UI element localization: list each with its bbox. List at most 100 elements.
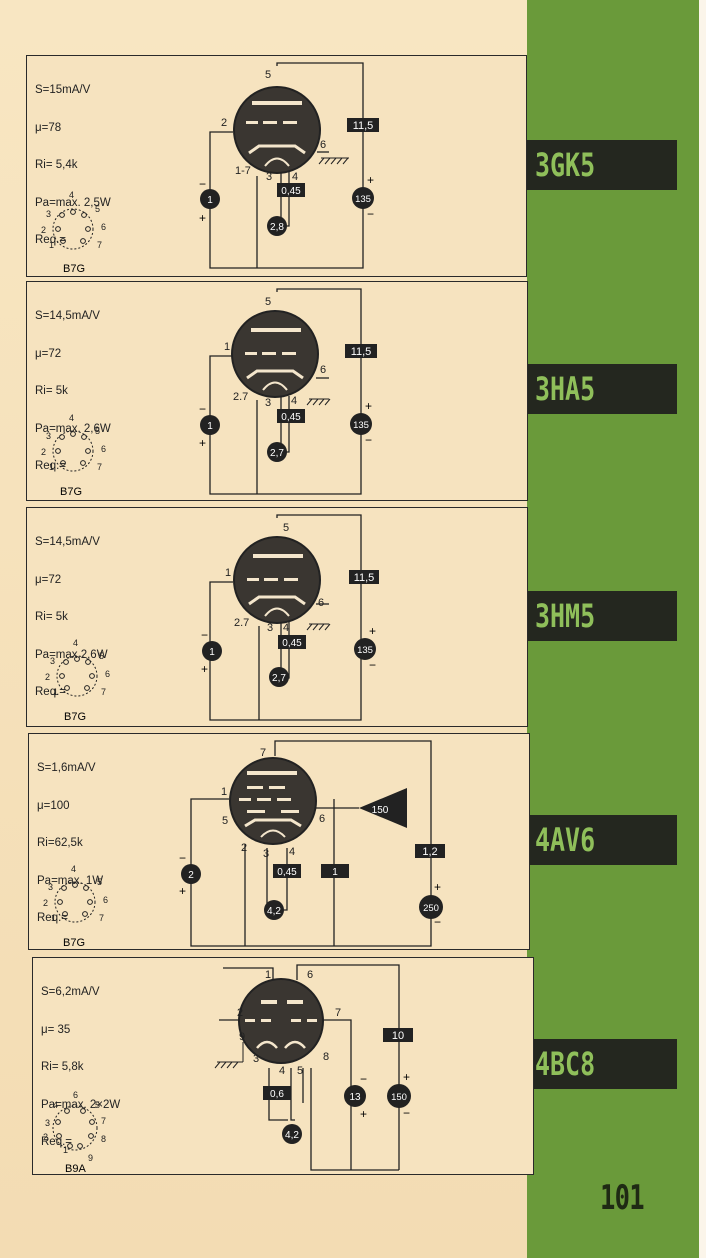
base-pin-diagram: 34 52 61 7 (41, 413, 106, 472)
svg-text:−: − (199, 402, 206, 416)
pin-label-cathode: 2.7 (233, 391, 248, 403)
pin-label-cathode: 2 (241, 842, 247, 854)
svg-text:5: 5 (95, 426, 100, 436)
svg-text:1: 1 (51, 913, 56, 923)
base-pin-diagram: 34 52 61 7 (45, 638, 110, 697)
spec-anode-dissipation: Pa=max. 2,5W (35, 196, 111, 209)
pin-label-heater-a: 3 (266, 171, 272, 183)
pin-label-heater-a: 3 (265, 397, 271, 409)
spec-transconductance: S=6,2mA/V (41, 986, 100, 998)
svg-text:2: 2 (43, 1132, 48, 1142)
value-box-heater-current: 0,45 (277, 409, 305, 423)
svg-text:1: 1 (209, 647, 215, 658)
tube-envelope (233, 536, 321, 624)
svg-text:3: 3 (46, 431, 51, 441)
pin-label-heater-a: 3 (267, 622, 273, 634)
spec-anode-dissipation: Pa=max. 1W (37, 874, 104, 887)
value-box-anode-current: 1,2 (415, 844, 445, 858)
svg-text:0,45: 0,45 (281, 186, 301, 197)
spec-list: S=14,5mA/V μ=72 Ri= 5k Pa=max. 2,6W Req.… (35, 285, 111, 498)
svg-text:1: 1 (49, 240, 54, 250)
svg-text:−: − (403, 1106, 410, 1120)
spec-anode-dissipation: Pa=max.2,6W (35, 648, 108, 661)
base-type-label: B7G (63, 263, 85, 275)
svg-text:+: + (199, 436, 206, 450)
value-box-anode-current: 11,5 (349, 570, 379, 584)
spec-required: Req.= (41, 1136, 73, 1148)
ground-icon (214, 1042, 244, 1069)
value-box-heater-current: 0,6 (263, 1086, 291, 1100)
svg-text:+: + (403, 1070, 410, 1084)
spec-amplification: μ=78 (35, 121, 62, 134)
spec-required: Req.= (35, 686, 67, 698)
pin-label-shield: 6 (320, 139, 326, 151)
svg-text:1: 1 (49, 462, 54, 472)
spec-anode-dissipation: Pa=max. 2×2W (41, 1098, 121, 1111)
svg-text:8: 8 (101, 1134, 106, 1144)
pin-label-cathode: 1-7 (235, 165, 251, 177)
pin-label-cathode-b: 8 (323, 1051, 329, 1063)
svg-text:−: − (360, 1072, 367, 1086)
base-pin-diagram: 34 52 61 7 (41, 190, 106, 250)
svg-text:2: 2 (41, 447, 46, 457)
page-edge (699, 0, 706, 1258)
signal-source: 150 (359, 788, 407, 828)
svg-text:7: 7 (101, 1116, 106, 1126)
svg-text:3: 3 (46, 209, 51, 219)
pin-label-anode: 5 (283, 522, 289, 534)
spec-internal-resistance: Ri= 5k (35, 385, 68, 397)
pin-label-heater-a: 3 (263, 848, 269, 860)
meter-heater-voltage: 4,2 (264, 900, 284, 920)
pin-label-cathode: 2.7 (234, 617, 249, 629)
base-type-label: B7G (63, 937, 85, 949)
svg-text:11,5: 11,5 (353, 120, 374, 132)
spec-internal-resistance: Ri=62,5k (37, 837, 83, 849)
pin-label-heater-b: 4 (292, 171, 298, 183)
pin-label-anode: 5 (265, 69, 271, 81)
svg-text:1: 1 (207, 195, 213, 206)
svg-text:5: 5 (97, 877, 102, 887)
svg-text:135: 135 (353, 420, 369, 431)
svg-text:6: 6 (105, 669, 110, 679)
svg-text:4,2: 4,2 (285, 1130, 299, 1141)
pin-label-anode: 5 (265, 296, 271, 308)
svg-text:+: + (360, 1107, 367, 1121)
svg-text:+: + (199, 211, 206, 225)
meter-grid-voltage: 1 −+ (201, 628, 222, 676)
value-box-anode-current: 11,5 (345, 344, 377, 358)
svg-text:2: 2 (41, 225, 46, 235)
meter-grid-voltage: 13 − + (344, 1072, 367, 1121)
svg-text:−: − (365, 433, 372, 447)
spec-required: Req.= (35, 234, 67, 246)
svg-text:4,2: 4,2 (267, 906, 281, 917)
svg-text:7: 7 (97, 240, 102, 250)
pin-label-anode-b: 6 (307, 969, 313, 981)
schematic-3ha5: 34 52 61 7 B7G 5 1 2.7 3 4 6 (41, 288, 377, 498)
pin-label-anode: 7 (260, 747, 266, 759)
svg-text:2,7: 2,7 (270, 448, 284, 459)
tube-panel-3gk5: S=15mA/V μ=78 Ri= 5,4k Pa=max. 2,5W Req.… (26, 55, 527, 277)
spec-list: S=14,5mA/V μ=72 Ri= 5k Pa=max.2,6W Req.= (35, 511, 108, 724)
spec-internal-resistance: Ri= 5,8k (41, 1061, 84, 1073)
pin-label-cathode-a: 3 (253, 1053, 259, 1065)
tube-panel-4av6: S=1,6mA/V μ=100 Ri=62,5k Pa=max. 1W Req.… (28, 733, 530, 950)
svg-text:150: 150 (372, 805, 389, 816)
value-box-diode-current: 1 (321, 864, 349, 878)
spec-amplification: μ=72 (35, 573, 62, 586)
spec-transconductance: S=1,6mA/V (37, 762, 96, 774)
meter-heater-voltage: 4,2 (282, 1124, 302, 1144)
svg-text:1: 1 (332, 867, 338, 878)
tube-envelope (238, 978, 324, 1064)
pin-label-diode-a: 5 (222, 815, 228, 827)
svg-text:6: 6 (103, 895, 108, 905)
pin-label-heater-b: 4 (283, 622, 289, 634)
spec-amplification: μ=100 (37, 799, 70, 812)
spec-internal-resistance: Ri= 5k (35, 611, 68, 623)
svg-text:2: 2 (188, 870, 194, 881)
svg-text:7: 7 (101, 687, 106, 697)
spec-list: S=6,2mA/V μ= 35 Ri= 5,8k Pa=max. 2×2W Re… (41, 961, 120, 1174)
spec-transconductance: S=14,5mA/V (35, 310, 100, 322)
svg-text:10: 10 (392, 1030, 404, 1042)
meter-anode-voltage: 135 +− (352, 173, 374, 221)
svg-text:13: 13 (349, 1092, 361, 1103)
